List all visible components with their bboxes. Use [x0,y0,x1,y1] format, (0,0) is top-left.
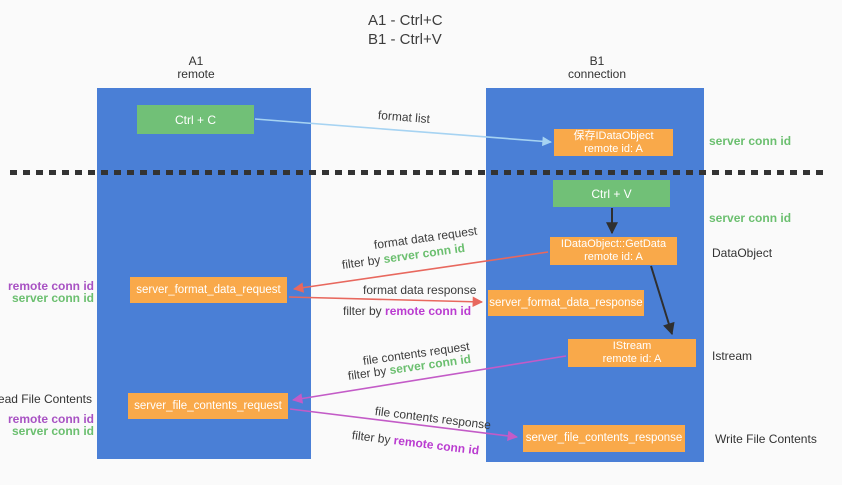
node-istream-line2: remote id: A [602,353,662,365]
node-ctrl-c-label: Ctrl + C [174,112,216,127]
lane-left-subtitle: remote [177,67,215,81]
annotation-server-conn-id-file: server conn id [11,424,94,438]
node-ctrl-c: Ctrl + C [137,105,254,134]
node-server-format-data-request: server_format_data_request [130,277,287,303]
edge-label-file-contents-response: file contents response [374,404,492,433]
node-server-format-data-response: server_format_data_response [488,290,644,316]
arrow-format-data-response [288,296,484,307]
diagram-title: A1 - Ctrl+C B1 - Ctrl+V [368,11,443,49]
node-server-file-contents-request-label: server_file_contents_request [134,399,282,412]
lane-right-title: B1 [589,54,605,68]
annotation-server-conn-id-top: server conn id [709,134,792,148]
filter-remote-conn-id: remote conn id [385,304,472,318]
node-save-idataobject: 保存IDataObject remote id: A [554,129,673,156]
title-line-1: A1 - Ctrl+C [368,12,443,29]
annotation-server-conn-id-mid: server conn id [709,211,792,225]
node-ctrl-v-label: Ctrl + V [591,186,632,201]
annotation-write-file-contents: Write File Contents [715,432,817,446]
title-line-2: B1 - Ctrl+V [368,31,442,48]
node-idataobject-getdata-line2: remote id: A [584,251,643,263]
edge-label-file-response-filter: filter by remote conn id [351,428,480,458]
annotation-istream: Istream [712,349,753,363]
lane-right-subtitle: connection [567,67,627,81]
filter-by-text: filter by [351,428,392,447]
filter-remote-conn-id: remote conn id [392,433,480,458]
annotation-server-conn-id-format: server conn id [11,291,94,305]
lane-right-header: B1 connection [542,55,652,81]
annotation-remote-conn-id-format: remote conn id [7,279,94,293]
node-save-idataobject-line2: remote id: A [584,142,643,155]
separator-dotted-line [10,170,825,175]
node-server-file-contents-response: server_file_contents_response [523,425,685,452]
node-istream: IStream remote id: A [568,339,696,367]
node-save-idataobject-line1: 保存IDataObject [573,129,654,142]
edge-label-format-data-response: format data response [363,283,477,297]
node-server-file-contents-response-label: server_file_contents_response [525,432,683,444]
edge-label-format-response-filter: filter by remote conn id [343,304,471,318]
filter-by-text: filter by [343,304,382,318]
annotation-remote-conn-id-file: remote conn id [7,412,94,426]
annotation-dataobject: DataObject [712,246,773,260]
annotation-read-file-contents: Read File Contents [0,392,92,406]
node-server-format-data-request-label: server_format_data_request [136,283,281,296]
node-istream-line1: IStream [612,340,652,352]
filter-by-text: filter by [341,252,382,272]
node-idataobject-getdata-line1: IDataObject::GetData [560,238,667,250]
edge-label-format-list: format list [377,108,431,127]
filter-by-text: filter by [347,363,388,383]
lane-left-header: A1 remote [141,55,251,81]
lane-left-title: A1 [188,54,204,68]
node-server-format-data-response-label: server_format_data_response [489,296,643,309]
node-idataobject-getdata: IDataObject::GetData remote id: A [550,237,677,265]
node-server-file-contents-request: server_file_contents_request [128,393,288,419]
node-ctrl-v: Ctrl + V [553,180,670,207]
